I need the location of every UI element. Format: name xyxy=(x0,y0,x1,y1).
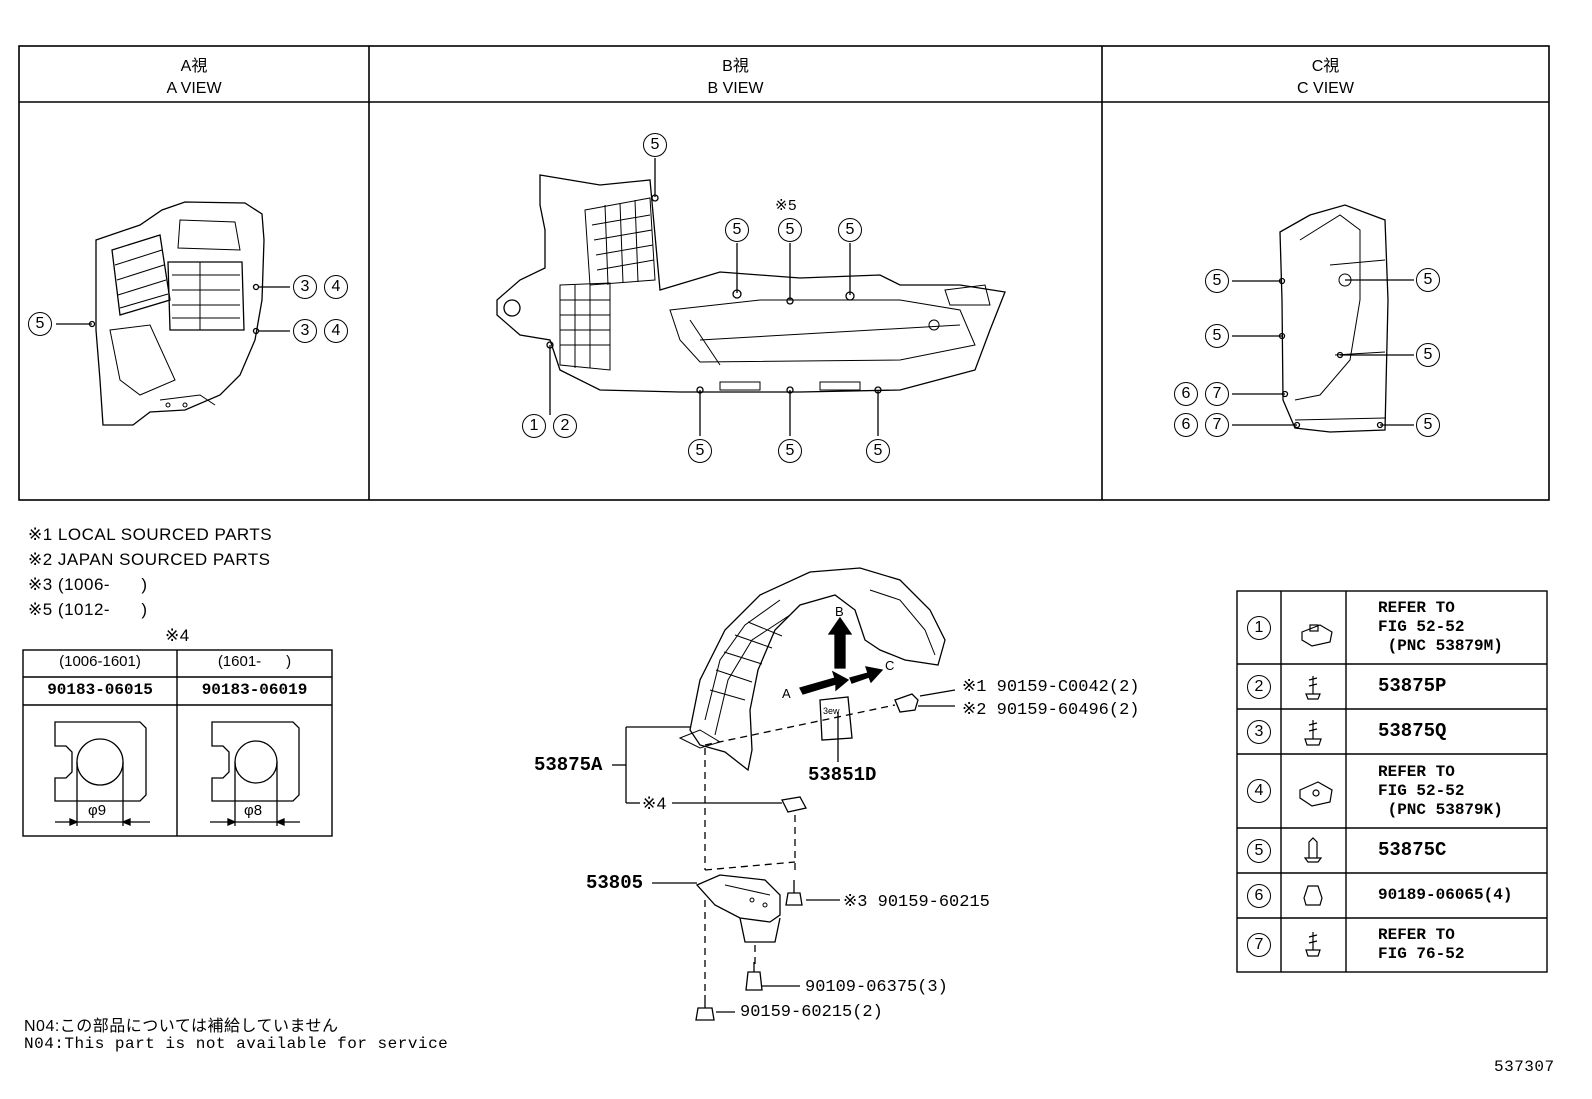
legend-number-4: 4 xyxy=(1247,779,1271,803)
direction-arrows xyxy=(799,616,884,695)
label-screw-60496: ※2 90159-60496(2) xyxy=(962,701,1140,720)
footer-note-jp: N04:この部品については補給していません xyxy=(24,1018,339,1035)
b-view-liner-drawing xyxy=(496,158,1006,436)
main-leaders xyxy=(612,712,840,1013)
legend-number-1: 1 xyxy=(1247,615,1271,640)
a-view-title-en: A VIEW xyxy=(166,80,222,97)
label-bolt-06375: 90109-06375(3) xyxy=(805,978,948,997)
nut-drawing-2 xyxy=(210,721,300,826)
a-view-liner-drawing xyxy=(56,201,290,426)
arrow-c-label: C xyxy=(885,658,895,673)
b-view-title-jp: B視 xyxy=(722,58,749,75)
callout-circle-7: 7 xyxy=(1205,382,1229,406)
callout-circle-6: 6 xyxy=(1174,382,1198,406)
a-view-header: A視 A VIEW xyxy=(19,56,369,100)
variant-range-1: (1006-1601) xyxy=(59,653,141,670)
nut-drawing-1 xyxy=(54,721,150,826)
legend-table-frame xyxy=(1236,590,1548,973)
screw-c0042-drawing xyxy=(894,689,956,713)
sticker-text: 3ew xyxy=(823,706,840,716)
legend-text-7: REFER TO FIG 76-52 xyxy=(1378,926,1465,963)
legend-text-5: 53875C xyxy=(1378,839,1447,861)
callout-circle-5: 5 xyxy=(838,218,862,242)
c-view-title-en: C VIEW xyxy=(1297,80,1354,97)
callout-circle-1: 1 xyxy=(522,414,546,438)
variant-table-caption: ※4 xyxy=(165,626,190,645)
note-local-sourced: ※1 LOCAL SOURCED PARTS xyxy=(28,525,273,544)
legend-number-7: 7 xyxy=(1247,933,1271,957)
variant-dia-2: φ8 xyxy=(244,802,263,819)
callout-circle-3: 3 xyxy=(293,275,317,299)
label-screw-60215: ※3 90159-60215 xyxy=(843,893,990,912)
callout-circle-7: 7 xyxy=(1205,413,1229,437)
view-panel-frame xyxy=(18,45,1550,501)
legend-number-3: 3 xyxy=(1247,719,1271,744)
variant-range-2: (1601- ) xyxy=(217,653,292,670)
sticker-53851d-drawing xyxy=(819,696,853,741)
c-view-liner-drawing xyxy=(1232,204,1414,433)
label-screw-c0042: ※1 90159-C0042(2) xyxy=(962,678,1140,697)
figure-number: 537307 xyxy=(1494,1058,1555,1076)
label-53875a: 53875A xyxy=(534,754,603,776)
legend-number-6: 6 xyxy=(1247,883,1271,908)
legend-number-2: 2 xyxy=(1247,674,1271,699)
label-53851d: 53851D xyxy=(808,764,877,786)
label-bolt-60215: 90159-60215(2) xyxy=(740,1003,883,1022)
footer-note-en: N04:This part is not available for servi… xyxy=(24,1035,449,1053)
dashed-leaders xyxy=(704,704,896,995)
a-view-title-jp: A視 xyxy=(180,58,208,75)
callout-circle-5: 5 xyxy=(1416,268,1440,292)
note-japan-sourced: ※2 JAPAN SOURCED PARTS xyxy=(28,550,271,569)
label-s4: ※4 xyxy=(642,794,667,813)
variant-part-1: 90183-06015 xyxy=(47,681,153,699)
callout-circle-5: 5 xyxy=(778,218,802,242)
bolt-60215-drawing xyxy=(695,880,803,1021)
b-view-header: B視 B VIEW xyxy=(369,56,1102,100)
arrow-a-label: A xyxy=(782,686,791,701)
callout-circle-5: 5 xyxy=(643,133,667,157)
callout-circle-5: 5 xyxy=(866,439,890,463)
callout-circle-5: 5 xyxy=(1205,269,1229,293)
callout-circle-5: 5 xyxy=(28,312,52,336)
variant-table-frame xyxy=(22,649,333,837)
callout-circle-5: 5 xyxy=(778,439,802,463)
note-s3-range: ※3 (1006- ) xyxy=(28,575,148,594)
callout-circle-5: 5 xyxy=(1416,343,1440,367)
clip-s4-drawing xyxy=(781,796,807,813)
variant-dia-1: φ9 xyxy=(88,802,107,819)
c-view-title-jp: C視 xyxy=(1311,58,1340,75)
callout-circle-6: 6 xyxy=(1174,413,1198,437)
callout-circle-5: 5 xyxy=(1416,413,1440,437)
callout-circle-3: 3 xyxy=(293,319,317,343)
b-view-note: ※5 xyxy=(775,197,797,214)
callout-circle-5: 5 xyxy=(1205,324,1229,348)
callout-circle-2: 2 xyxy=(553,414,577,438)
legend-text-3: 53875Q xyxy=(1378,720,1447,742)
bracket-53805-drawing xyxy=(695,874,781,943)
callout-circle-4: 4 xyxy=(324,319,348,343)
callout-circle-5: 5 xyxy=(688,439,712,463)
label-53805: 53805 xyxy=(586,872,644,894)
arrow-b-label: B xyxy=(835,604,844,619)
legend-text-2: 53875P xyxy=(1378,675,1447,697)
legend-part-icons xyxy=(1299,624,1333,957)
variant-part-2: 90183-06019 xyxy=(201,681,308,699)
callout-circle-5: 5 xyxy=(725,218,749,242)
callout-circle-4: 4 xyxy=(324,275,348,299)
c-view-header: C視 C VIEW xyxy=(1102,56,1549,100)
b-view-title-en: B VIEW xyxy=(707,80,764,97)
legend-text-1: REFER TO FIG 52-52 (PNC 53879M) xyxy=(1378,599,1503,655)
legend-text-4: REFER TO FIG 52-52 (PNC 53879K) xyxy=(1378,762,1503,819)
fender-liner-drawing xyxy=(678,567,946,772)
note-s5-range: ※5 (1012- ) xyxy=(28,600,148,619)
legend-number-5: 5 xyxy=(1247,838,1271,863)
legend-text-6: 90189-06065(4) xyxy=(1378,886,1513,904)
